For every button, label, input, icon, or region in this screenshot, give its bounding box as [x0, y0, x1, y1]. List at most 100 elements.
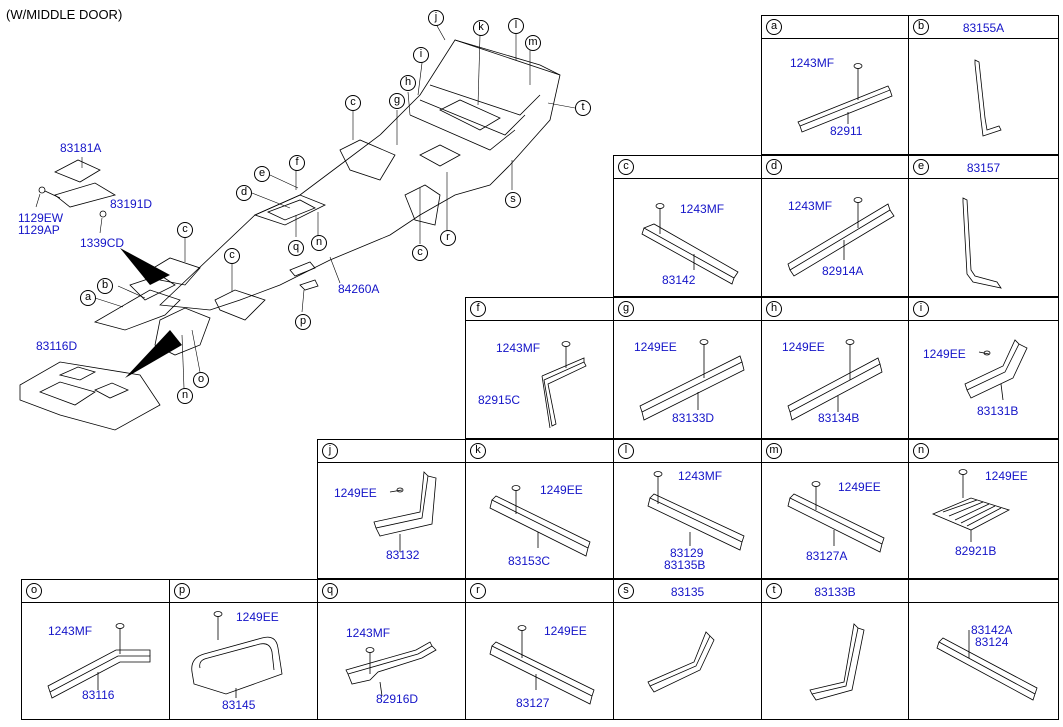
cell-header: p	[170, 580, 317, 603]
callout-c-top: c	[345, 95, 361, 111]
part-illustration	[974, 59, 1002, 137]
part-number: 83133D	[672, 411, 715, 425]
part-number: 83134B	[818, 411, 860, 425]
part-number: 83142A	[971, 623, 1013, 637]
callout-a: a	[80, 290, 96, 306]
cell-header: r	[466, 580, 613, 603]
cell-letter: b	[913, 19, 929, 35]
cell-f: f 1243MF 82915C	[465, 297, 614, 439]
part-illustration	[489, 625, 595, 705]
cell-letter: i	[913, 301, 929, 317]
cell-letter: p	[174, 583, 190, 599]
part-illustration	[936, 630, 1038, 701]
cell-letter: m	[766, 443, 782, 459]
cell-letter: o	[26, 583, 42, 599]
label-83116D: 83116D	[36, 339, 78, 353]
part-illustration	[641, 203, 739, 285]
callout-m: m	[525, 35, 541, 51]
part-number: 1243MF	[680, 202, 725, 216]
cell-d: d 1243MF 82914A	[761, 155, 909, 297]
callout-t: t	[575, 100, 591, 116]
cell-header: o	[22, 580, 169, 603]
callout-g: g	[389, 93, 405, 109]
callout-p: p	[295, 314, 311, 330]
part-number: 82911	[830, 124, 863, 138]
part-number: 83129	[670, 546, 704, 560]
callout-n-top: n	[311, 235, 327, 251]
cell-header: d	[762, 156, 908, 179]
cell-letter: g	[618, 301, 634, 317]
part-number: 1249EE	[236, 610, 279, 624]
part-number: 1243MF	[346, 626, 391, 640]
cell-extra: 83142A 83124	[908, 579, 1059, 720]
cell-header: c	[614, 156, 761, 179]
cell-letter: k	[470, 443, 486, 459]
cell-header: j	[318, 440, 465, 463]
header-part-number: 83135	[670, 585, 705, 599]
cell-letter: a	[766, 19, 782, 35]
cell-letter: q	[322, 583, 338, 599]
label-84260A: 84260A	[338, 282, 380, 296]
callout-c-left: c	[177, 222, 193, 238]
part-illustration	[191, 611, 283, 698]
callout-h: h	[400, 75, 416, 91]
callout-q: q	[288, 240, 304, 256]
part-number: 1243MF	[678, 469, 723, 483]
cell-n: n 1249EE 82921B	[908, 439, 1059, 579]
cell-header: f	[466, 298, 613, 321]
part-illustration	[647, 471, 745, 551]
part-number: 1249EE	[544, 624, 587, 638]
cell-j: j 1249EE 83132	[317, 439, 466, 579]
cell-header: g	[614, 298, 761, 321]
part-number: 1243MF	[48, 624, 93, 638]
part-number: 83132	[386, 548, 420, 562]
part-number: 83127A	[806, 549, 848, 563]
part-number: 83153C	[508, 554, 551, 568]
part-number: 82916D	[376, 692, 419, 706]
cell-m: m 1249EE 83127A	[761, 439, 909, 579]
part-illustration	[541, 341, 587, 429]
cell-header: k	[466, 440, 613, 463]
cell-header: q	[318, 580, 465, 603]
callout-l: l	[508, 18, 524, 34]
cell-p: p 1249EE 83145	[169, 579, 318, 720]
cell-g: g 1249EE 83133D	[613, 297, 762, 439]
part-number: 83145	[222, 698, 256, 712]
part-illustration	[639, 339, 745, 421]
callout-c-right: c	[412, 245, 428, 261]
part-number: 1249EE	[923, 347, 966, 361]
part-illustration	[787, 339, 883, 421]
cell-a: a 1243MF 82911	[761, 15, 909, 155]
cell-h: h 1249EE 83134B	[761, 297, 909, 439]
part-number: 1243MF	[496, 341, 541, 355]
cell-b: b 83155A	[908, 15, 1059, 155]
part-illustration	[931, 469, 1011, 542]
part-number: 1249EE	[985, 469, 1028, 483]
part-illustration	[47, 623, 151, 699]
label-1129EW: 1129EW	[18, 211, 64, 225]
callout-r: r	[440, 230, 456, 246]
cell-l: l 1243MF 83129 83135B	[613, 439, 762, 579]
cell-letter: f	[470, 301, 486, 317]
callout-o: o	[193, 372, 209, 388]
cell-letter: c	[618, 159, 634, 175]
cell-header: l	[614, 440, 761, 463]
part-illustration	[797, 63, 893, 133]
part-number: 1249EE	[838, 480, 881, 494]
part-number: 1243MF	[788, 199, 833, 213]
part-number: 83124	[975, 635, 1009, 649]
cell-k: k 1249EE 83153C	[465, 439, 614, 579]
callout-s: s	[505, 192, 521, 208]
callout-c-mid: c	[224, 248, 240, 264]
part-illustration	[809, 623, 865, 701]
part-number: 83116	[82, 688, 115, 702]
cell-letter: n	[913, 443, 929, 459]
callout-b: b	[97, 278, 113, 294]
header-part-number: 83155A	[962, 21, 1005, 35]
